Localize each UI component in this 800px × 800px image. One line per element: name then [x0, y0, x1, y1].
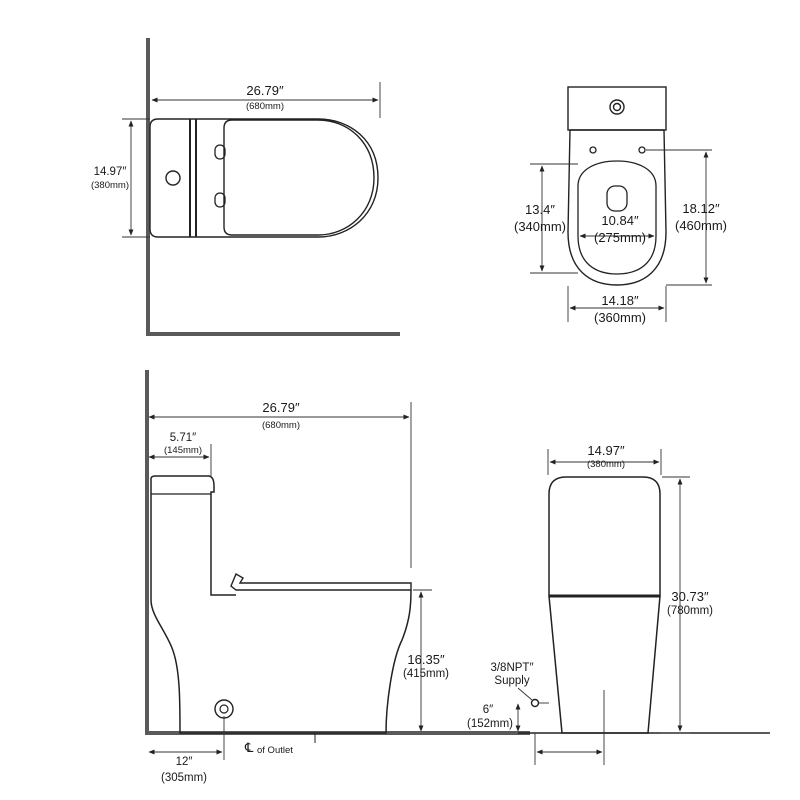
front-base-outline: [548, 595, 661, 734]
bowl-a-in: 13.4″: [525, 202, 555, 217]
plan-length-in: 26.79″: [246, 83, 284, 98]
front-view: 14.97″ (380mm) 30.73″ (780mm) 3/8NPT″ Su…: [467, 443, 713, 765]
plan-flush-button: [165, 170, 181, 186]
outlet-centerline-label: of Outlet: [257, 745, 293, 756]
bowl-view: 13.4″ (340mm) 10.84″ (275mm) 18.12″ (460…: [514, 86, 727, 325]
side-wall-floor: [145, 370, 530, 735]
supply-point: [530, 698, 540, 708]
bowl-tank-top: [567, 86, 667, 131]
side-body-outline: [150, 479, 412, 734]
bowl-b-mm: (275mm): [594, 230, 646, 245]
bowl-c-mm: (460mm): [675, 218, 727, 233]
side-outlet-circle: [214, 699, 234, 719]
side-length-mm: (680mm): [262, 420, 300, 431]
side-outlet-inner: [219, 704, 229, 714]
bowl-flush-inner: [612, 102, 622, 112]
front-height-in: 30.73″: [671, 589, 709, 604]
plan-hinge-1: [214, 144, 226, 160]
side-tank-in: 5.71″: [170, 432, 196, 444]
side-rough-in: 12″: [176, 756, 193, 768]
outlet-centerline-symbol: ℄: [244, 740, 254, 755]
bowl-d-mm: (360mm): [594, 310, 646, 325]
side-tank-mm: (145mm): [164, 445, 202, 456]
plan-lid-outline: [223, 119, 375, 236]
supply-leader: [517, 687, 533, 701]
supply-height-in: 6″: [483, 704, 493, 716]
bowl-drain: [606, 185, 628, 212]
bowl-b-in: 10.84″: [601, 213, 639, 228]
bowl-d-in: 14.18″: [601, 293, 639, 308]
front-height-mm: (780mm): [667, 605, 713, 617]
bowl-flush-button: [609, 99, 625, 115]
bowl-hinge-right: [638, 146, 646, 154]
plan-width-mm: (380mm): [91, 180, 129, 191]
side-seat-mm: (415mm): [403, 668, 449, 680]
supply-label-2: Supply: [494, 675, 529, 687]
plan-toilet-outline: [149, 118, 379, 238]
bowl-outer-outline: [567, 129, 667, 286]
front-width-mm: (380mm): [587, 459, 625, 470]
bowl-hinge-left: [589, 146, 597, 154]
side-length-in: 26.79″: [262, 400, 300, 415]
supply-label-1: 3/8NPT″: [490, 662, 533, 674]
bowl-a-mm: (340mm): [514, 219, 566, 234]
plan-length-mm: (680mm): [246, 101, 284, 112]
side-seat: [230, 572, 412, 591]
supply-height-mm: (152mm): [467, 718, 513, 730]
front-width-in: 14.97″: [587, 443, 625, 458]
top-view: 26.79″ (680mm) 14.97″ (380mm): [91, 38, 400, 336]
side-view: 26.79″ (680mm) 5.71″ (145mm) 16.35″ (415…: [145, 370, 770, 784]
bowl-inner-outline: [577, 160, 657, 275]
front-tank-outline: [548, 476, 661, 597]
bowl-c-in: 18.12″: [682, 201, 720, 216]
plan-wall: [146, 38, 400, 336]
side-seat-in: 16.35″: [407, 652, 445, 667]
plan-width-in: 14.97″: [94, 166, 127, 178]
side-tank-outline: [150, 475, 236, 596]
side-rough-mm: (305mm): [161, 772, 207, 784]
plan-hinge-2: [214, 192, 226, 208]
